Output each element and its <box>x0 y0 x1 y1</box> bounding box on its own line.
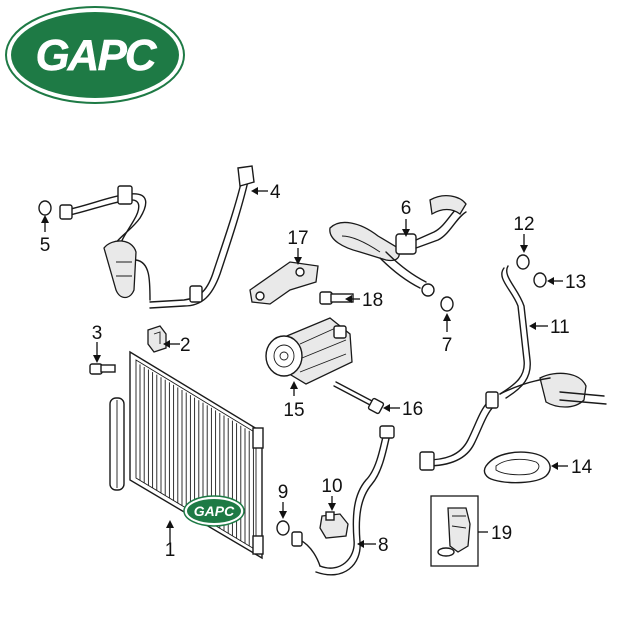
bracket-part-17 <box>249 261 319 305</box>
callout-1: 1 <box>165 540 176 561</box>
callout-labels: 1 2 3 4 5 6 7 8 9 10 11 12 13 14 15 16 1… <box>40 182 593 561</box>
callout-2: 2 <box>180 335 191 356</box>
callout-5: 5 <box>40 235 51 256</box>
callout-13: 13 <box>565 272 586 293</box>
callout-11: 11 <box>550 317 570 338</box>
callout-10: 10 <box>321 476 342 497</box>
callout-17: 17 <box>287 228 308 249</box>
suction-line-part-11 <box>419 265 607 471</box>
compressor <box>265 317 353 385</box>
watermark-text: GAPC <box>194 503 235 519</box>
bolt-part-3 <box>89 363 116 375</box>
callout-18: 18 <box>362 290 383 311</box>
o-ring-part-7 <box>440 296 454 312</box>
watermark-logo: GAPC <box>183 495 245 527</box>
o-ring-part-5 <box>38 200 52 216</box>
gasket-part-14 <box>483 451 551 484</box>
callout-14: 14 <box>571 457 593 478</box>
callout-19: 19 <box>491 523 512 544</box>
o-ring-part-12 <box>516 254 530 270</box>
discharge-hose-part-6 <box>329 194 467 297</box>
callout-7: 7 <box>442 335 453 356</box>
ac-line-part-8 <box>291 425 395 576</box>
callout-3: 3 <box>92 323 103 344</box>
callout-12: 12 <box>513 214 534 235</box>
bolt-part-18 <box>319 291 354 305</box>
bolt-part-16 <box>333 381 385 415</box>
o-ring-part-9 <box>276 520 290 536</box>
o-ring-part-13 <box>533 272 547 288</box>
pressure-switch-part-19 <box>430 495 479 567</box>
logo-text: GAPC <box>35 31 157 80</box>
bracket-part-2 <box>147 325 167 353</box>
leader-lines <box>41 187 568 548</box>
callout-16: 16 <box>402 399 423 420</box>
callout-4: 4 <box>270 182 281 203</box>
callout-6: 6 <box>401 198 412 219</box>
ac-hose-part-4 <box>59 165 255 309</box>
valve-part-10 <box>319 511 349 539</box>
callout-8: 8 <box>378 535 389 556</box>
callout-9: 9 <box>278 482 289 503</box>
callout-15: 15 <box>283 400 304 421</box>
brand-logo: GAPC <box>5 6 185 104</box>
condenser: GAPC <box>109 350 264 560</box>
